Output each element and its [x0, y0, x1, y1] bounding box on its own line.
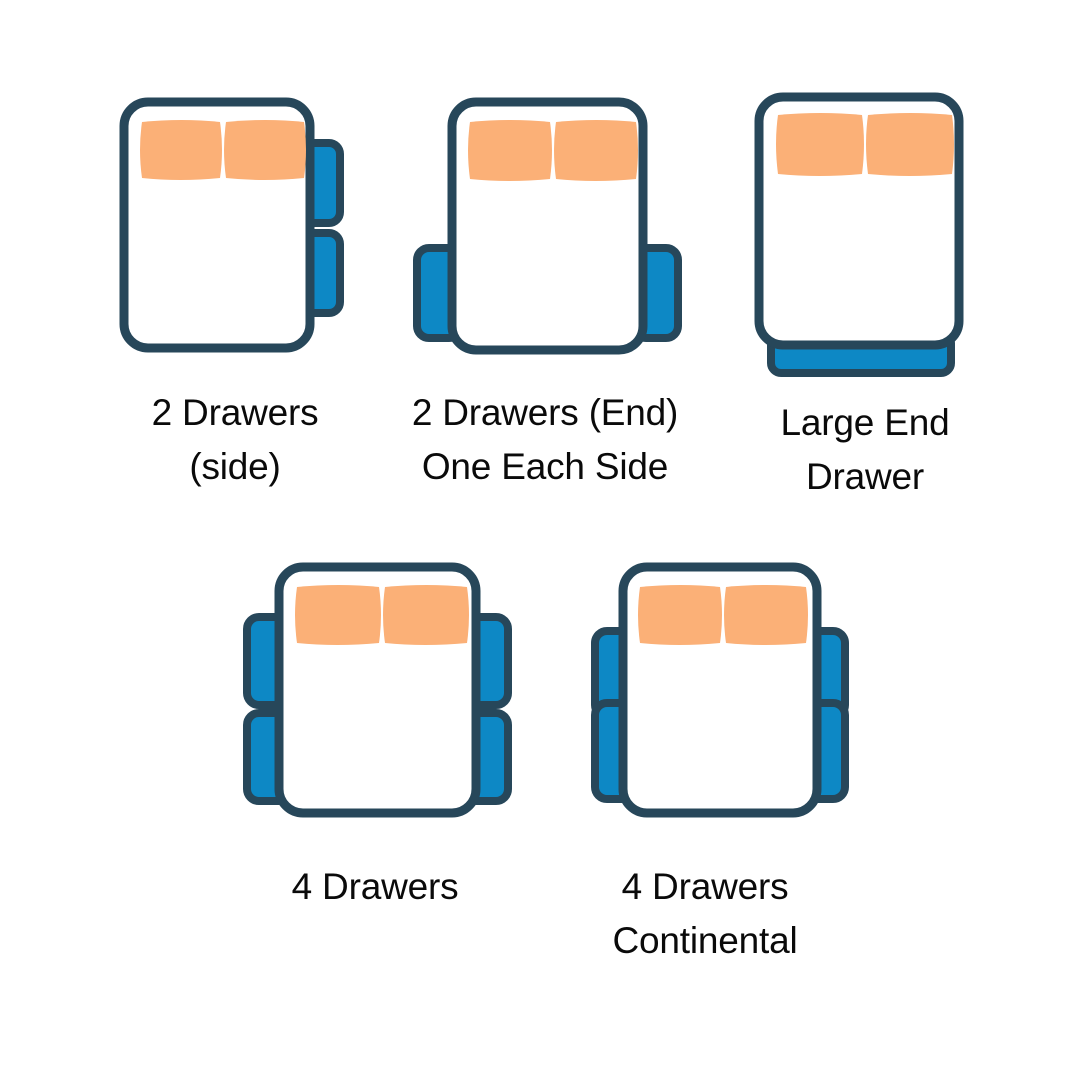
bed-option-four-drawers-continental[interactable] — [585, 555, 855, 825]
caption-large-end-drawer: Large End Drawer — [780, 402, 950, 497]
pillow-right — [224, 120, 306, 180]
pillow-group — [468, 120, 638, 181]
pillow-right — [866, 113, 954, 176]
caption-two-drawers-end: 2 Drawers (End) One Each Side — [411, 392, 679, 487]
pillow-left — [776, 113, 864, 176]
caption-four-drawers-continental: 4 Drawers Continental — [612, 866, 798, 961]
pillow-group — [295, 585, 469, 645]
pillow-right — [554, 120, 638, 181]
pillow-right — [383, 585, 469, 645]
bed-top-view-icon-two-drawers-end — [413, 97, 682, 355]
pillow-left — [140, 120, 222, 180]
bed-top-view-icon-four-drawers-continental — [591, 562, 849, 818]
pillow-group — [776, 113, 954, 176]
bed-option-two-drawers-side[interactable] — [110, 88, 360, 363]
bed-top-view-icon-four-drawers — [243, 562, 512, 818]
pillow-left — [295, 585, 381, 645]
bed-option-large-end-drawer[interactable] — [745, 85, 980, 380]
pillow-right — [724, 585, 808, 645]
bed-option-two-drawers-end[interactable] — [405, 88, 690, 363]
caption-two-drawers-side: 2 Drawers (side) — [151, 392, 319, 487]
bed-option-four-drawers[interactable] — [235, 555, 520, 825]
bed-top-view-icon-two-drawers-side — [119, 97, 344, 353]
pillow-group — [638, 585, 808, 645]
pillow-left — [638, 585, 722, 645]
bed-top-view-icon-large-end-drawer — [754, 92, 964, 377]
pillow-left — [468, 120, 552, 181]
pillow-group — [140, 120, 306, 180]
caption-four-drawers: 4 Drawers — [291, 866, 459, 907]
